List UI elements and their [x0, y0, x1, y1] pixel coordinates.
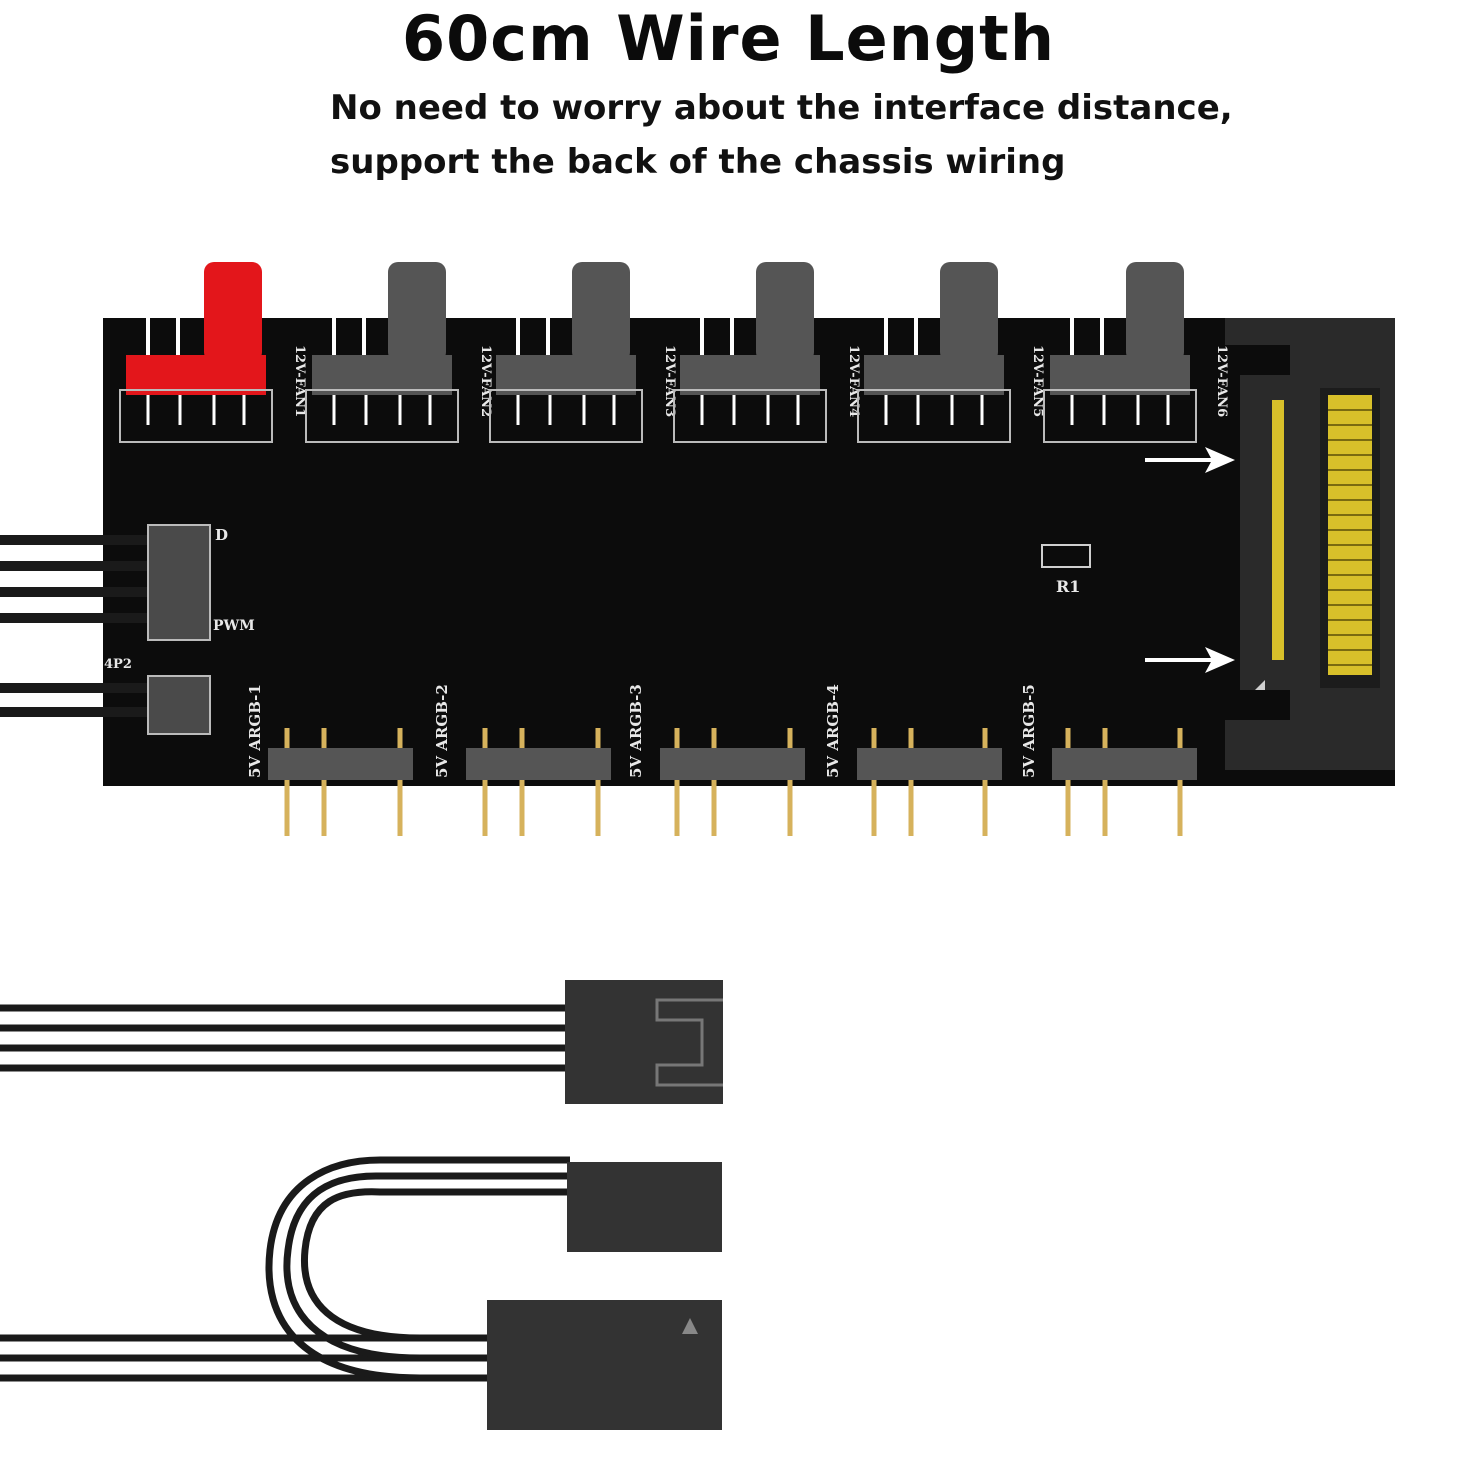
loose-pwm-cable — [0, 980, 723, 1104]
argb-input-connector — [147, 675, 211, 735]
argb-label-2: 5V ARGB-2 — [433, 684, 451, 778]
pcb-board — [103, 318, 1395, 786]
argb-plug-1 — [567, 1162, 722, 1252]
argb-header-2: 5V ARGB-2 — [433, 684, 611, 836]
resistor-r1 — [1041, 544, 1091, 568]
fan-label-6: 12V-FAN6 — [1214, 345, 1229, 417]
argb-plug-2 — [487, 1300, 722, 1430]
subtitle-line-2: support the back of the chassis wiring — [330, 142, 1066, 182]
loose-argb-cable — [0, 1156, 722, 1430]
fan-label-5: 12V-FAN5 — [1030, 345, 1045, 417]
pwm-input-connector — [147, 524, 211, 641]
header-4p2-label: 4P2 — [104, 657, 132, 672]
argb-label-5: 5V ARGB-5 — [1020, 684, 1038, 778]
sata-connector — [1225, 318, 1395, 770]
argb-header-4: 5V ARGB-4 — [824, 684, 1002, 836]
argb-header-3: 5V ARGB-3 — [627, 684, 805, 836]
argb-label-4: 5V ARGB-4 — [824, 684, 842, 778]
fan-connector-6: 12V-FAN6 — [1043, 262, 1229, 443]
fan-connector-3: 12V-FAN3 — [489, 262, 677, 443]
fan-label-1: 12V-FAN1 — [292, 345, 307, 417]
fan-connector-2: 12V-FAN2 — [305, 262, 493, 443]
arrow-icon — [1145, 447, 1235, 473]
d-label: D — [215, 526, 228, 544]
arrow-icon — [1145, 647, 1235, 673]
pwm-label: PWM — [213, 618, 255, 634]
argb-header-1: 5V ARGB-1 — [246, 684, 413, 836]
resistor-label: R1 — [1056, 577, 1080, 596]
argb-headers: 5V ARGB-1 5V ARGB-2 5V ARGB-3 5V ARGB-4 … — [246, 684, 1197, 836]
fan-connector-1: 12V-FAN1 — [119, 262, 307, 443]
argb-label-3: 5V ARGB-3 — [627, 684, 645, 778]
fan-connectors: 12V-FAN1 12V-FAN2 12V-FAN3 — [119, 262, 1229, 443]
argb-header-5: 5V ARGB-5 — [1020, 684, 1197, 836]
subtitle-line-1: No need to worry about the interface dis… — [330, 88, 1233, 128]
input-cables: 4P2 PWM D — [0, 524, 255, 735]
fan-connector-5: 12V-FAN5 — [857, 262, 1045, 443]
argb-label-1: 5V ARGB-1 — [246, 684, 264, 778]
headline: 60cm Wire Length — [402, 2, 1055, 75]
